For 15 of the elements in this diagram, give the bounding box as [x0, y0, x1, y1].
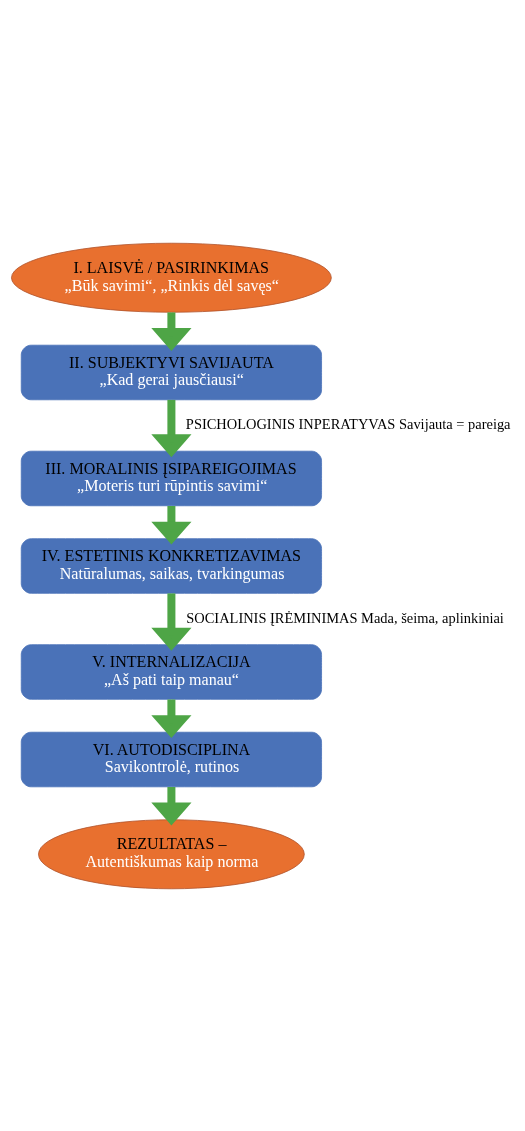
node-ellipse: I. LAISVĖ / PASIRINKIMAS „Būk savimi“, „Rinkis dėl savęs“	[11, 242, 332, 313]
node-box: V. INTERNALIZACIJA „Aš pati taip manau“	[20, 643, 322, 700]
edge-label: SOCIALINIS ĮRĖMINIMAS Mada, šeima, aplinkiniai	[186, 609, 504, 626]
node-box: II. SUBJEKTYVI SAVIJAUTA „Kad gerai jausčiausi“	[20, 344, 322, 400]
node-ellipse: REZULTATAS – Autentiškumas kaip norma	[38, 818, 305, 889]
node-box: VI. AUTODISCIPLINA Savikontrolė, rutinos	[20, 731, 322, 787]
node-box: III. MORALINIS ĮSIPAREIGOJIMAS „Moteris turi rūpintis savimi“	[20, 450, 322, 506]
arrow	[151, 786, 192, 826]
arrow	[151, 505, 192, 545]
edge-label: PSICHOLOGINIS INPERATYVAS Savijauta = pareiga	[185, 415, 511, 432]
arrow	[151, 699, 192, 738]
arrow	[151, 399, 192, 457]
node-box: IV. ESTETINIS KONKRETIZAVIMAS Natūralumas, saikas, tvarkingumas	[20, 537, 322, 594]
arrow	[151, 311, 192, 351]
arrow	[151, 592, 192, 651]
